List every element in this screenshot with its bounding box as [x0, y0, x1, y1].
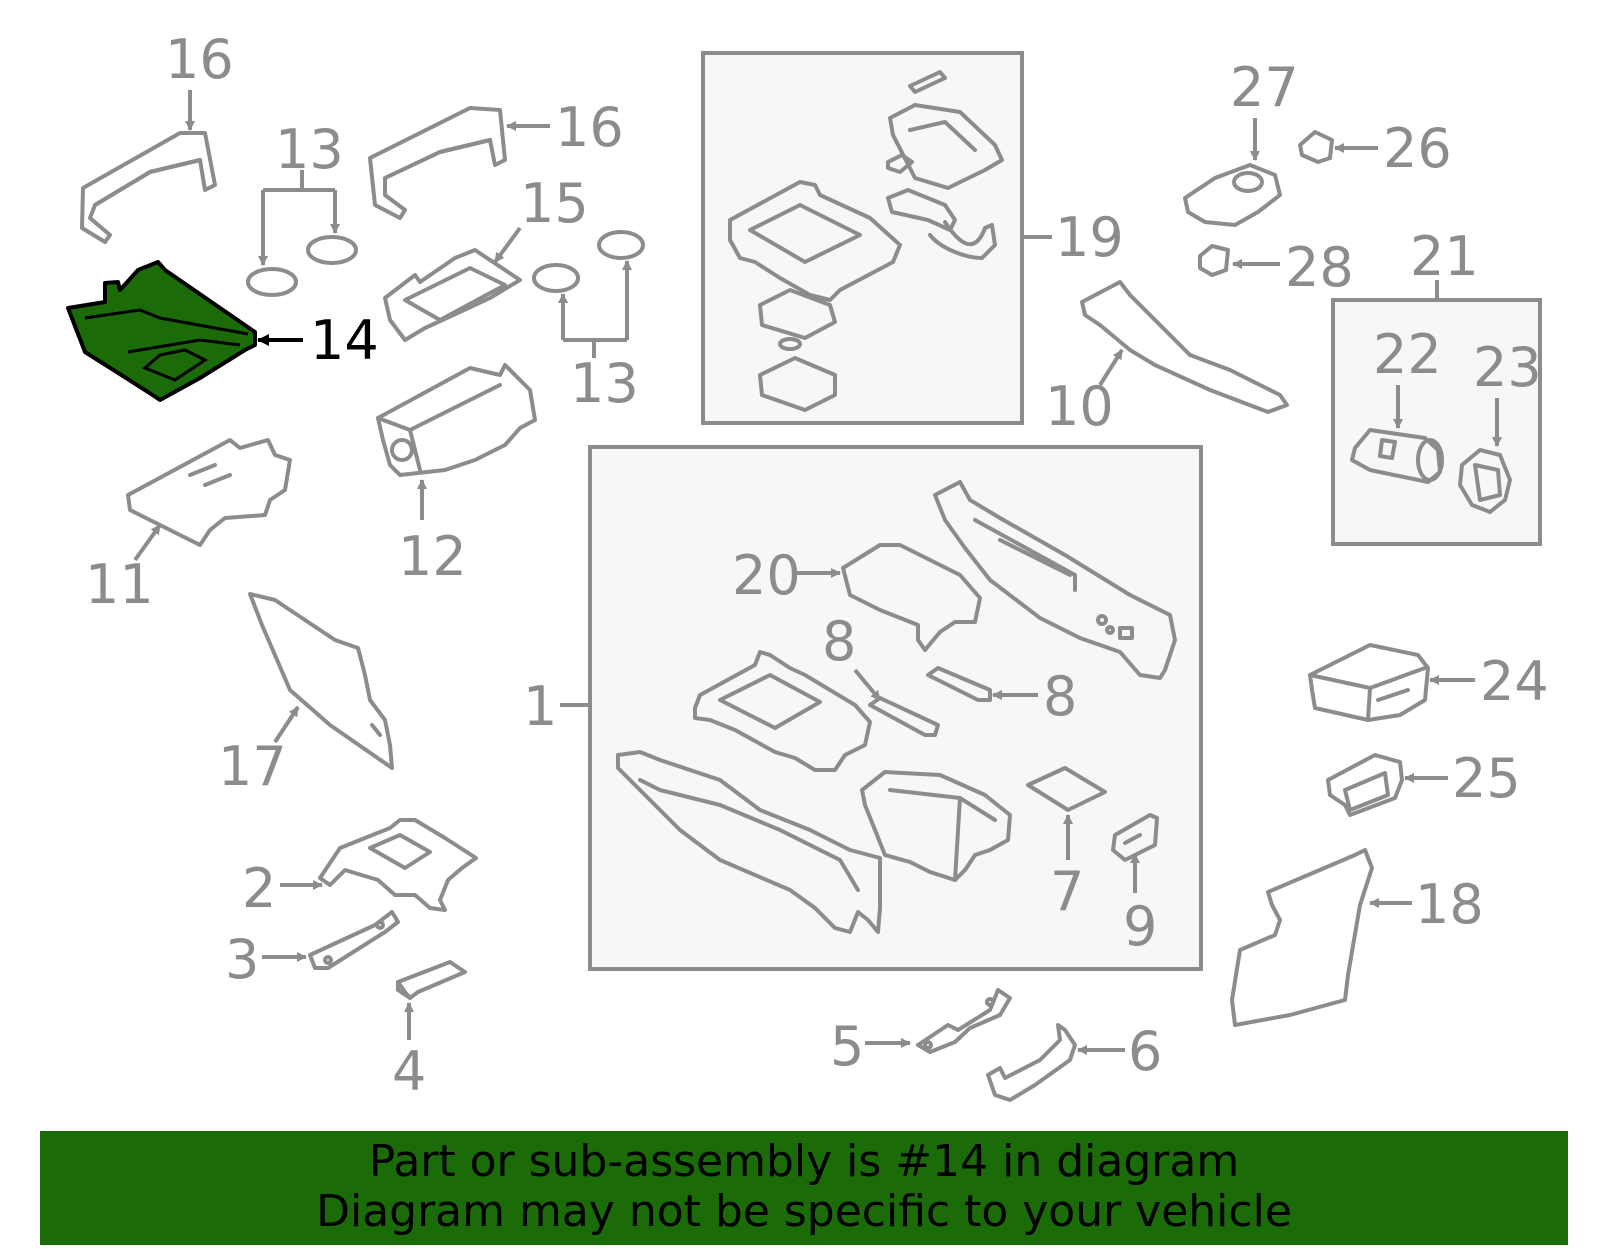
part-15[interactable] [383, 248, 522, 342]
leader-15 [493, 226, 522, 264]
part-3[interactable] [308, 910, 400, 970]
part-11[interactable] [126, 438, 292, 547]
label-8-left: 8 [822, 610, 856, 673]
group-box-19 [701, 51, 1024, 425]
label-3: 3 [225, 928, 259, 991]
part-1-console-side[interactable] [933, 480, 1177, 680]
label-12: 12 [398, 525, 467, 588]
label-24: 24 [1480, 650, 1549, 713]
label-27: 27 [1230, 56, 1299, 119]
label-25: 25 [1452, 747, 1521, 810]
part-4[interactable] [396, 960, 467, 1000]
leader-8-left [853, 668, 882, 702]
banner-line-1: Part or sub-assembly is #14 in diagram [368, 1136, 1240, 1187]
part-7[interactable] [1026, 766, 1107, 812]
part-20[interactable] [841, 543, 982, 652]
label-13-upper: 13 [275, 118, 344, 181]
leader-13-lower [563, 338, 627, 358]
part-23[interactable] [1458, 448, 1512, 514]
banner-line-2: Diagram may not be specific to your vehi… [316, 1186, 1292, 1237]
label-14: 14 [310, 309, 379, 372]
part-24[interactable] [1308, 643, 1430, 722]
group-box-1 [588, 445, 1203, 971]
info-banner: Part or sub-assembly is #14 in diagram D… [40, 1131, 1568, 1245]
label-26: 26 [1383, 117, 1452, 180]
part-6[interactable] [986, 1023, 1077, 1102]
label-7: 7 [1050, 860, 1084, 923]
label-19: 19 [1055, 206, 1124, 269]
part-17[interactable] [248, 592, 394, 770]
label-1: 1 [523, 675, 557, 738]
part-16-left[interactable] [80, 131, 217, 244]
label-22: 22 [1373, 323, 1442, 386]
part-1-shifter-bezel[interactable] [693, 650, 872, 772]
part-9[interactable] [1111, 813, 1159, 862]
label-15: 15 [520, 172, 589, 235]
label-4: 4 [392, 1040, 426, 1103]
label-28: 28 [1285, 236, 1354, 299]
label-16-left: 16 [165, 28, 234, 91]
part-13-lower[interactable] [532, 230, 645, 293]
label-8-right: 8 [1043, 665, 1077, 728]
label-9: 9 [1123, 895, 1157, 958]
part-1-storage-bin[interactable] [860, 770, 1012, 882]
label-18: 18 [1415, 873, 1484, 936]
part-8-right[interactable] [926, 666, 992, 702]
label-5: 5 [830, 1015, 864, 1078]
part-1-console-main[interactable] [616, 750, 882, 934]
part-26[interactable] [1298, 130, 1334, 164]
part-25[interactable] [1326, 753, 1404, 817]
label-10: 10 [1045, 375, 1114, 438]
part-28[interactable] [1198, 244, 1230, 277]
leader-17 [273, 705, 300, 744]
label-23: 23 [1473, 336, 1542, 399]
label-11: 11 [85, 553, 154, 616]
leader-13-upper [261, 170, 335, 265]
leader-11 [133, 523, 162, 562]
label-21: 21 [1410, 225, 1479, 288]
part-22[interactable] [1350, 428, 1444, 484]
part-5[interactable] [916, 988, 1012, 1054]
part-19-assembly[interactable] [728, 70, 1004, 412]
part-12[interactable] [376, 363, 537, 477]
label-20: 20 [732, 544, 801, 607]
part-27[interactable] [1183, 163, 1282, 227]
part-14-highlighted[interactable] [66, 260, 257, 402]
label-13-lower: 13 [570, 352, 639, 415]
label-16-right: 16 [555, 96, 624, 159]
group-box-21 [1331, 298, 1542, 546]
part-18[interactable] [1230, 848, 1374, 1027]
label-2: 2 [242, 857, 276, 920]
part-2[interactable] [318, 818, 478, 912]
part-10[interactable] [1080, 280, 1289, 414]
leader-10 [1098, 348, 1124, 387]
label-17: 17 [218, 735, 287, 798]
part-16-right[interactable] [368, 106, 507, 220]
label-6: 6 [1128, 1020, 1162, 1083]
